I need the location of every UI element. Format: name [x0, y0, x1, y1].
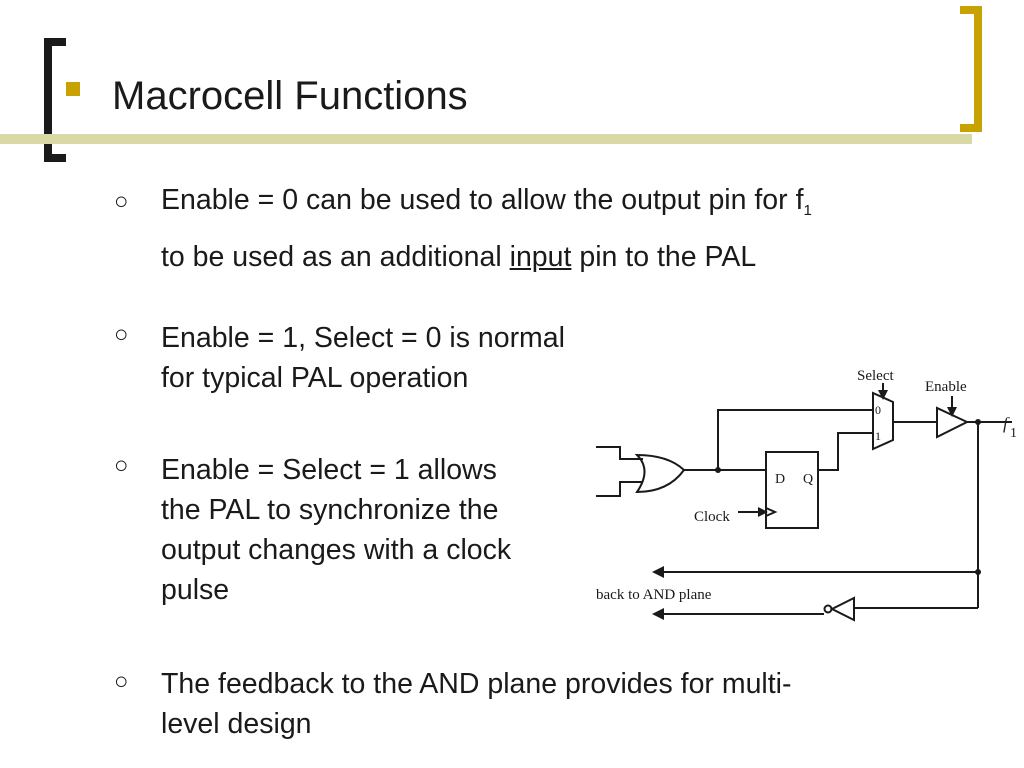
title-bullet-square [66, 82, 80, 96]
bullet-1-line2-pre: to be used as an additional [161, 241, 510, 273]
bullet-1-line1: Enable = 0 can be used to allow the outp… [161, 184, 804, 216]
or-input-wire-1 [596, 446, 643, 460]
bullet-1-underlined: input [509, 241, 572, 273]
junction-dot [715, 467, 721, 473]
feedback-label: back to AND plane [596, 587, 712, 603]
junction-dot [975, 569, 981, 575]
inverter-gate [829, 596, 855, 622]
bullet-3-line2: the PAL to synchronize the [161, 494, 499, 526]
bullet-2-line2: for typical PAL operation [161, 362, 469, 394]
bullet-3-line3: output changes with a clock [161, 534, 512, 566]
mux-input1-label: 1 [875, 429, 881, 443]
output-subscript: 1 [1010, 426, 1017, 441]
output-label: f [1003, 414, 1010, 433]
ff-q-label: Q [803, 472, 813, 487]
bullet-circle-icon: ○ [114, 452, 129, 479]
bullet-1-line2-post: pin to the PAL [571, 241, 757, 273]
mux-input1-wire [818, 432, 873, 471]
multiplexer [872, 391, 894, 451]
or-gate [634, 453, 686, 494]
ff-d-label: D [775, 472, 785, 487]
bullet-1: Enable = 0 can be used to allow the outp… [161, 180, 961, 277]
junction-dot [975, 419, 981, 425]
title-rule [0, 134, 972, 144]
slide-title: Macrocell Functions [112, 74, 468, 118]
bullet-4-line1: The feedback to the AND plane provides f… [161, 668, 792, 700]
bullet-2-line1: Enable = 1, Select = 0 is normal [161, 322, 565, 354]
bullet-3-line1: Enable = Select = 1 allows [161, 454, 497, 486]
bullet-1-subscript: 1 [803, 202, 812, 219]
mux-input0-label: 0 [875, 403, 881, 417]
bullet-circle-icon: ○ [114, 188, 129, 215]
feedback-arrow-lower-icon [652, 608, 664, 620]
left-bracket-decoration [44, 38, 66, 162]
clock-triangle-icon [765, 507, 778, 517]
inverter-bubble [823, 604, 833, 614]
or-input-wire-2 [596, 481, 643, 497]
select-label: Select [857, 368, 894, 384]
bullet-4: The feedback to the AND plane provides f… [161, 664, 792, 744]
bullet-4-line2: level design [161, 708, 312, 740]
select-arrow-icon [878, 390, 888, 400]
bullet-2: Enable = 1, Select = 0 is normal for typ… [161, 318, 565, 398]
bullet-3-line4: pulse [161, 574, 230, 606]
bullet-circle-icon: ○ [114, 668, 129, 695]
bullet-circle-icon: ○ [114, 321, 129, 348]
bullet-3: Enable = Select = 1 allows the PAL to sy… [161, 450, 511, 610]
mux-input0-wire [717, 409, 873, 470]
feedback-arrow-upper-icon [652, 566, 664, 578]
right-bracket-decoration [960, 6, 982, 132]
enable-arrow-icon [947, 407, 957, 417]
clock-label: Clock [694, 509, 730, 525]
enable-label: Enable [925, 379, 967, 395]
d-flip-flop [765, 451, 819, 529]
clock-arrow-icon [758, 507, 768, 517]
